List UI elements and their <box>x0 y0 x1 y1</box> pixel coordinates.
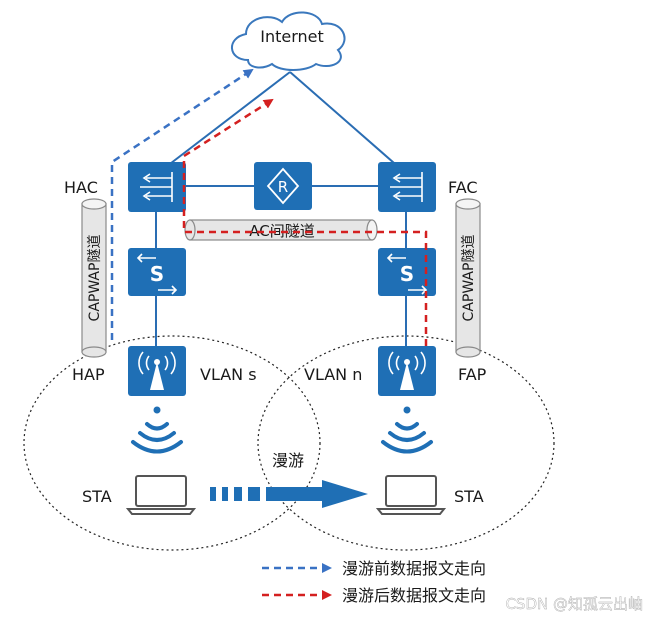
after-roaming-path <box>182 98 428 346</box>
roaming-arrow <box>210 480 368 508</box>
fap-label: FAP <box>458 365 487 384</box>
legend-before-label: 漫游前数据报文走向 <box>342 559 486 578</box>
internet-label: Internet <box>260 27 324 46</box>
laptop-icon <box>375 475 447 515</box>
capwap-right-label: CAPWAP隧道 <box>461 235 477 322</box>
cloud-icon <box>231 11 346 71</box>
fac-label: FAC <box>448 178 478 197</box>
fap-device <box>378 346 436 396</box>
legend-after-label: 漫游后数据报文走向 <box>342 586 486 605</box>
svg-text:R: R <box>278 178 288 196</box>
access-controller-icon <box>140 172 173 202</box>
router-icon: R <box>266 167 300 205</box>
ac-tunnel <box>184 219 378 241</box>
legend: 漫游前数据报文走向 漫游后数据报文走向 <box>262 559 486 605</box>
svg-text:S: S <box>400 262 414 286</box>
laptop-icon <box>125 475 197 515</box>
sta-right-label: STA <box>454 487 484 506</box>
sta-left-label: STA <box>82 487 112 506</box>
before-roaming-path <box>110 68 254 340</box>
capwap-left-label: CAPWAP隧道 <box>87 235 103 322</box>
hap-coverage-area <box>23 335 321 551</box>
access-controller-icon <box>390 172 423 202</box>
svg-text:S: S <box>150 262 164 286</box>
uplink-hac <box>161 71 291 171</box>
switch-icon <box>386 253 428 295</box>
hap-device <box>128 346 186 396</box>
switch-left: S <box>128 248 186 296</box>
fac-device <box>378 162 436 212</box>
switch-right: S <box>378 248 436 296</box>
fap-coverage-area <box>257 335 555 551</box>
hac-label: HAC <box>64 178 98 197</box>
watermark: CSDN @知孤云出岫 <box>505 595 643 613</box>
switch-icon <box>136 253 178 295</box>
hap-label: HAP <box>72 365 105 384</box>
access-point-icon <box>388 351 426 390</box>
uplink-fac <box>289 71 403 171</box>
access-point-icon <box>138 351 176 390</box>
router-device: R <box>254 162 312 210</box>
capwap-tunnel-right <box>455 198 481 358</box>
vlan-s-label: VLAN s <box>200 365 257 384</box>
capwap-tunnel-left <box>81 198 107 358</box>
wifi-signal-icon <box>131 406 183 454</box>
hac-device <box>128 162 186 212</box>
vlan-n-label: VLAN n <box>304 365 362 384</box>
wifi-signal-icon <box>381 406 433 454</box>
roam-label: 漫游 <box>272 451 304 470</box>
